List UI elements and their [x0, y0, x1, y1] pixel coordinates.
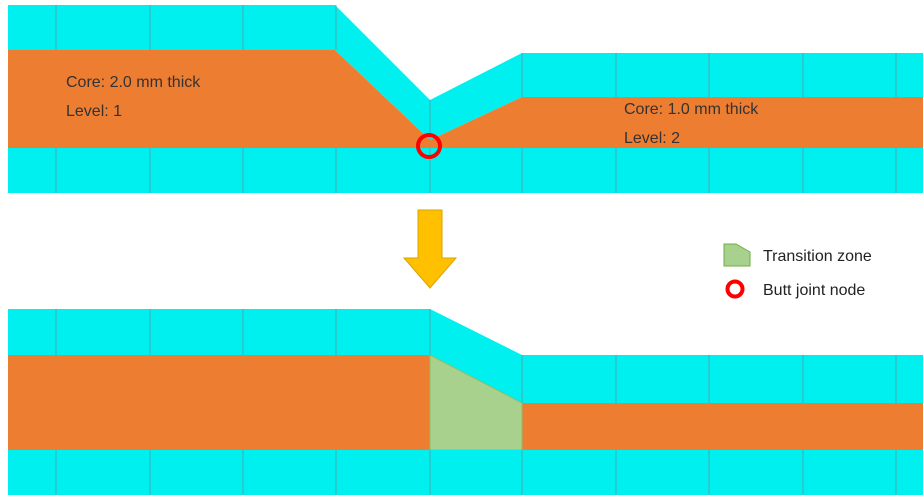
down-arrow-icon: [402, 209, 458, 289]
transition-zone-legend-label: Transition zone: [763, 248, 872, 265]
top-core: [8, 50, 923, 148]
butt-joint-node-legend-label: Butt joint node: [763, 282, 865, 299]
bottom-skin-lower: [8, 450, 923, 495]
top-skin-lower: [8, 148, 923, 193]
butt-joint-node-marker: [416, 133, 442, 159]
right-core-thickness-label: Core: 1.0 mm thick: [624, 101, 759, 118]
bottom-upper-skin-grid: [55, 309, 897, 403]
right-core-level-label: Level: 2: [624, 130, 680, 147]
butt-joint-node-legend-icon: [725, 279, 745, 299]
bottom-laminate: [8, 309, 923, 495]
top-laminate: Core: 2.0 mm thick Level: 1 Core: 1.0 mm…: [8, 5, 923, 193]
legend: Transition zone Butt joint node: [723, 243, 872, 299]
top-skin-upper: [8, 5, 923, 140]
bottom-lower-skin-grid: [55, 450, 897, 495]
left-core-level-label: Level: 1: [66, 103, 122, 120]
top-lower-skin-grid: [55, 148, 897, 193]
bottom-skin-upper: [8, 309, 923, 403]
left-core-thickness-label: Core: 2.0 mm thick: [66, 74, 201, 91]
transition-zone-legend-icon: [723, 243, 751, 267]
